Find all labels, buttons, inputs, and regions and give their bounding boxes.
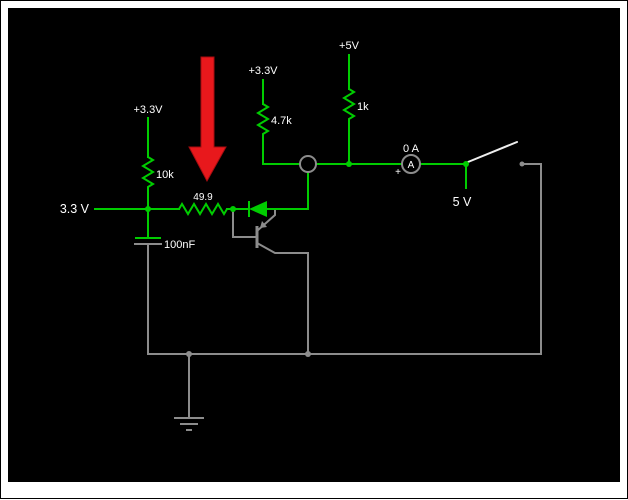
junction-node (186, 351, 192, 357)
transistor-emitter-arrow-icon (260, 221, 267, 228)
ammeter-reading: 0 A (403, 143, 420, 155)
transistor-base-lead (232, 208, 256, 238)
switch[interactable] (467, 141, 518, 163)
ammeter-letter: A (408, 160, 415, 171)
resistor-4-7k-label: 4.7k (271, 115, 292, 127)
junction-node (463, 161, 469, 167)
supply-label-right: +5V (339, 40, 360, 52)
wire-transistor-collector[interactable] (255, 241, 309, 355)
resistor-1k[interactable] (342, 88, 356, 122)
ammeter-plus-sign: + (395, 167, 401, 178)
ammeter[interactable]: A + 0 A (395, 143, 421, 178)
transistor[interactable] (232, 208, 276, 248)
junction-node (346, 161, 352, 167)
ammeter-body (401, 154, 421, 174)
diode[interactable] (248, 201, 267, 217)
wire-4-7k-to-rail[interactable] (262, 135, 301, 165)
capacitor-100nF[interactable] (134, 237, 162, 245)
editor-background[interactable] (8, 8, 620, 482)
resistor-1k-label: 1k (357, 101, 369, 113)
capacitor-label: 100nF (164, 239, 195, 251)
junction-node (230, 206, 236, 212)
supply-label-mid: +3.3V (248, 65, 278, 77)
resistor-49-9[interactable] (178, 202, 228, 216)
resistor-4-7k[interactable] (256, 103, 270, 136)
junction-node (305, 351, 311, 357)
output-voltage-label: 5 V (453, 195, 472, 209)
resistor-10k-label: 10k (156, 169, 174, 181)
switch-contact-post (519, 161, 525, 167)
junction-node (145, 206, 151, 212)
supply-label-left: +3.3V (133, 104, 163, 116)
resistor-10k[interactable] (141, 156, 155, 191)
probe-circle[interactable] (299, 155, 317, 173)
highlight-arrow-icon (188, 56, 227, 183)
ground-symbol[interactable] (174, 353, 204, 431)
resistor-49-9-label: 49.9 (193, 192, 213, 203)
diode-anode-triangle (249, 201, 267, 217)
input-voltage-label: 3.3 V (60, 202, 90, 216)
